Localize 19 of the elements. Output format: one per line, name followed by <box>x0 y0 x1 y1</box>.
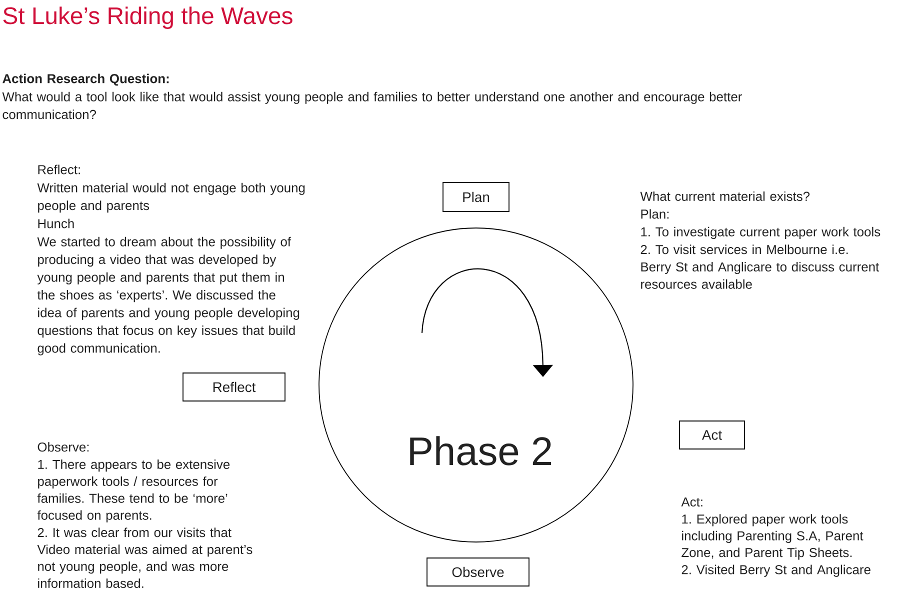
section-heading: Act: <box>681 498 702 507</box>
section-heading: Reflect: <box>38 164 80 174</box>
list-item: 2. It was clear from our visits that Video material was aimed at parent’s not young people, and was more information based. <box>37 528 252 588</box>
list-item: 2. Visited Berry St and Anglicare <box>682 564 870 577</box>
list-item: 1. Explored paper work tools including Parenting S.A, Parent Zone, and Parent Tip Sheets. <box>682 514 864 560</box>
stage-box: Observe <box>426 558 530 586</box>
list-item: 1. There appears to be extensive paperwork tools / resources for families. These tend to be ‘more’ focused on parents. <box>37 460 230 522</box>
title: St Luke’s Riding the Waves <box>3 6 292 29</box>
stage-box: Plan <box>442 182 510 212</box>
section-heading: Plan: <box>641 209 669 219</box>
question-text: What would a tool look like that would assist young people and families to better understand one another and encourage better communication? <box>2 92 742 120</box>
section-heading: What current material exists? <box>640 191 810 201</box>
body-text: Written material would not engage both young people and parents <box>37 182 305 213</box>
question-heading: Action Research Question: <box>2 74 169 86</box>
stage-box: Reflect <box>182 372 286 402</box>
body-text: We started to dream about the possibility of producing a video that was developed by young people and parents that put them in the shoes as ‘experts’. We discussed the idea of parents and young people developing questions that focus on key issues that build good communication. <box>37 236 300 356</box>
section-heading: Hunch <box>38 218 74 228</box>
section-heading: Observe: <box>38 442 89 452</box>
stage-box: Act <box>679 420 745 450</box>
